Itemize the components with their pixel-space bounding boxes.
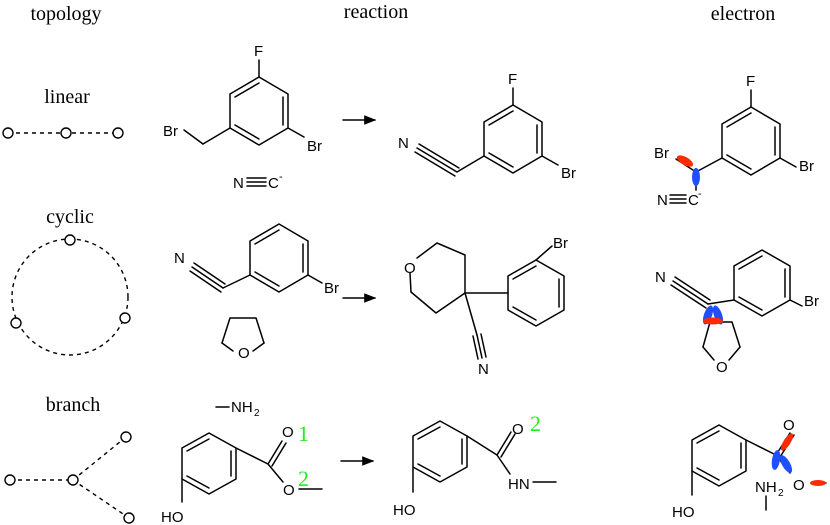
graph-node	[119, 312, 131, 324]
atom-N: N	[174, 250, 185, 267]
atom-N: N	[657, 192, 668, 209]
atom-C: C	[268, 175, 279, 192]
graph-node	[4, 474, 16, 486]
atom-O: O	[404, 260, 416, 277]
molecule-product-tetrahydropyran: O Br N	[404, 235, 568, 378]
atom-O: O	[716, 359, 728, 376]
graph-node	[67, 474, 79, 486]
graph-node	[64, 234, 76, 246]
graph-node	[10, 317, 22, 329]
electron-diagram-branch: HO O NH 2 O	[672, 417, 827, 521]
atom-HO: HO	[393, 502, 416, 519]
graph-node	[60, 127, 72, 139]
electron-diagram-cyclic: N Br O	[655, 249, 819, 376]
atom-Br: Br	[561, 165, 576, 182]
row-label-linear: linear	[44, 86, 90, 108]
atom-NH: NH	[755, 479, 777, 496]
charge-minus: -	[698, 188, 702, 200]
atom-F: F	[746, 73, 755, 90]
atom-HN: HN	[508, 476, 530, 493]
atom-HO: HO	[672, 504, 695, 521]
atom-Br: Br	[307, 138, 322, 155]
molecule-reactant-methyl-ester: HO O O 1 2	[161, 421, 323, 525]
atom-subscript: 2	[254, 408, 260, 419]
atom-Br: Br	[804, 293, 819, 310]
atom-O: O	[282, 424, 294, 441]
row-label-branch: branch	[46, 394, 100, 416]
header-topology: topology	[30, 3, 101, 25]
atom-Br: Br	[553, 235, 568, 252]
molecule-product-amide: HO O HN 2	[393, 411, 557, 519]
atom-N: N	[233, 175, 244, 192]
atom-N: N	[398, 135, 409, 152]
molecule-cyanide-ion: N C -	[233, 171, 283, 192]
molecule-reactant-bromophenylacetonitrile: N Br	[174, 223, 339, 297]
header-electron: electron	[711, 3, 775, 25]
atom-O: O	[783, 417, 795, 434]
topology-cyclic-graph	[10, 234, 131, 356]
orbital-lobe-blue	[771, 450, 781, 470]
row-label-cyclic: cyclic	[46, 206, 94, 228]
molecule-methylamine: NH 2	[215, 399, 260, 419]
atom-HO: HO	[161, 509, 184, 525]
atom-O: O	[238, 345, 250, 362]
graph-node	[112, 127, 124, 139]
atom-NH: NH	[231, 399, 253, 416]
atom-O: O	[793, 477, 805, 494]
atom-N: N	[655, 269, 666, 286]
atom-Br: Br	[163, 123, 178, 140]
atom-Br: Br	[799, 158, 814, 175]
graph-node	[2, 127, 14, 139]
molecule-reactant-benzyl-bromide: F Br Br	[163, 43, 322, 155]
graph-node	[120, 431, 132, 443]
orbital-lobe-red	[703, 317, 723, 325]
topology-branch-graph	[4, 431, 135, 524]
orbital-lobe-red	[810, 480, 826, 486]
atom-Br: Br	[324, 280, 339, 297]
header-reaction: reaction	[344, 1, 408, 23]
atom-C: C	[688, 192, 699, 209]
atom-N: N	[478, 361, 489, 378]
orbital-lobe-red	[676, 155, 694, 167]
mapping-number: 2	[298, 466, 309, 491]
atom-Br: Br	[654, 145, 669, 162]
topology-linear-graph	[2, 127, 124, 139]
atom-F: F	[508, 71, 517, 88]
orbital-lobe-red	[780, 433, 794, 451]
charge-minus: -	[279, 171, 283, 183]
electron-diagram-linear: F Br Br N C -	[654, 73, 814, 209]
molecule-product-phenylacetonitrile: F Br N	[398, 71, 576, 182]
atom-subscript: 2	[778, 488, 784, 499]
orbital-lobe-blue	[779, 455, 793, 473]
atom-O: O	[283, 482, 295, 499]
atom-F: F	[254, 43, 263, 60]
atom-O: O	[512, 421, 524, 438]
graph-node	[123, 512, 135, 524]
molecule-tetrahydrofuran: O	[221, 317, 265, 362]
mapping-number: 2	[530, 411, 541, 436]
mapping-number: 1	[298, 421, 309, 446]
orbital-lobe-blue	[692, 168, 700, 186]
